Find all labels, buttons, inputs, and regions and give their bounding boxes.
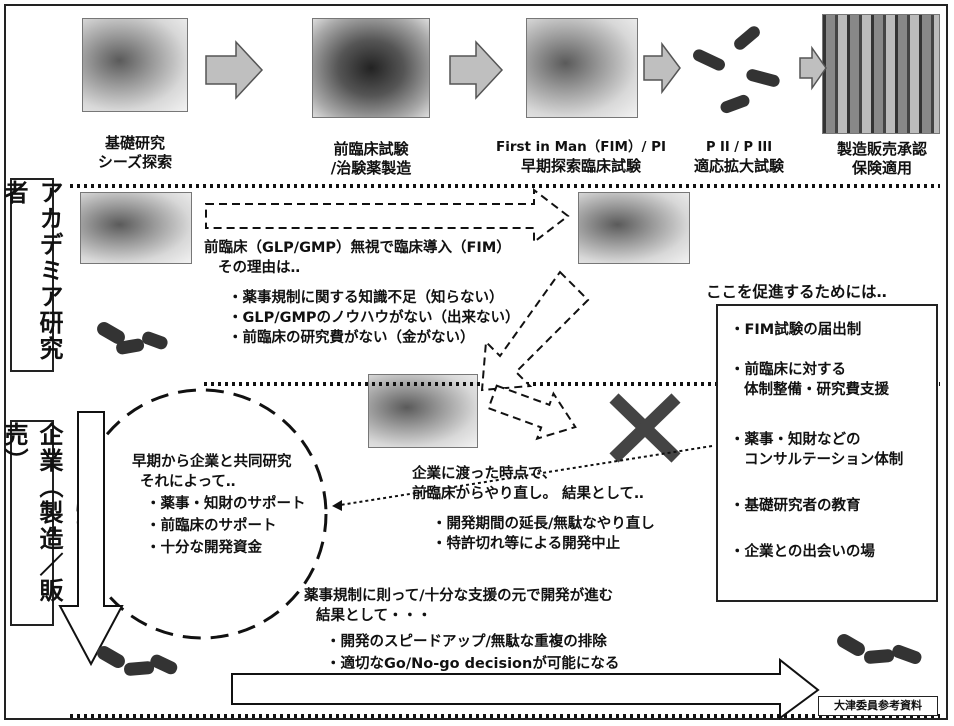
- stage-3-line-1: First in Man（FIM）/ PI: [495, 139, 666, 155]
- company-side-text: 企業（製造／販売）: [0, 422, 63, 604]
- stage-image-capsules: [680, 24, 800, 124]
- progress-long-arrow: [231, 657, 820, 720]
- collab-item-2: ・前臨床のサポート: [146, 518, 277, 534]
- stage-5-caption: 製造販売承認 保険適用: [816, 140, 948, 178]
- fim-dashed-arrow: [205, 187, 570, 245]
- result-line-2: 結果として・・・: [316, 608, 432, 624]
- academia-side-label: アカデミア研究者: [0, 178, 63, 372]
- stage-1-caption: 基礎研究 シーズ探索: [74, 134, 196, 172]
- handover-item-1: ・開発期間の延長/無駄なやり直し: [432, 516, 655, 532]
- blocked-dashed-arrow: [487, 384, 577, 441]
- promote-box: ・FIM試験の届出制 ・前臨床に対する 体制整備・研究費支援 ・薬事・知財などの…: [716, 304, 938, 602]
- academia-reason-2: ・GLP/GMPのノウハウがない（出来ない）: [228, 310, 520, 326]
- stage-5-line-1: 製造販売承認: [836, 140, 927, 158]
- academia-line-2: その理由は‥: [218, 260, 301, 276]
- promote-item-3b: コンサルテーション体制: [744, 452, 904, 468]
- handover-dashed-arrow: [480, 270, 590, 392]
- stage-4-line-2: 適応拡大試験: [693, 157, 784, 175]
- stage-3-line-2: 早期探索臨床試験: [520, 157, 641, 175]
- blocked-cross: [609, 393, 681, 463]
- stage-1-line-1: 基礎研究: [104, 134, 165, 152]
- academia-line-1: 前臨床（GLP/GMP）無視で臨床導入（FIM）: [204, 240, 511, 256]
- company-side-label: 企業（製造／販売）: [0, 420, 63, 626]
- stage-arrow-4: [799, 45, 827, 91]
- stage-4-caption: P II / P III 適応拡大試験: [680, 138, 798, 176]
- result-item-1: ・開発のスピードアップ/無駄な重複の排除: [326, 634, 607, 650]
- stage-5-line-2: 保険適用: [851, 159, 912, 177]
- result-line-1: 薬事規制に則って/十分な支援の元で開発が進む: [304, 588, 614, 604]
- collab-item-3: ・十分な開発資金: [146, 540, 262, 556]
- stage-4-line-1: P II / P III: [705, 140, 773, 155]
- promote-item-2b: 体制整備・研究費支援: [744, 382, 889, 398]
- stage-2-caption: 前臨床試験 /治験薬製造: [310, 140, 432, 178]
- promote-heading: ここを促進するためには‥: [706, 283, 887, 301]
- stage-image-preclinical: [312, 18, 430, 118]
- academia-image-left: [80, 192, 192, 264]
- promote-item-5: ・企業との出会いの場: [730, 544, 875, 560]
- handover-image: [368, 374, 478, 448]
- support-connector-head: [332, 500, 342, 511]
- academia-side-text: アカデミア研究者: [0, 180, 63, 362]
- stage-2-line-2: /治験薬製造: [330, 159, 412, 177]
- capsules-bottom-left: [97, 646, 178, 676]
- stage-image-approval: [822, 14, 940, 134]
- promote-item-3: ・薬事・知財などの: [730, 432, 861, 448]
- stage-arrow-1: [205, 40, 264, 100]
- handover-line-2: 前臨床からやり直し。 結果として‥: [412, 486, 644, 502]
- collaboration-dashed-circle: [76, 388, 328, 640]
- stage-arrow-3: [643, 41, 681, 95]
- academia-reason-3: ・前臨床の研究費がない（金がない）: [228, 330, 475, 346]
- diagram-frame: [4, 4, 948, 720]
- company-down-arrow: [58, 411, 124, 667]
- support-dotted-connector: [333, 445, 713, 507]
- capsules-bottom-right: [837, 634, 922, 665]
- handover-item-2: ・特許切れ等による開発中止: [432, 536, 621, 552]
- promote-item-2: ・前臨床に対する: [730, 362, 846, 378]
- stage-image-basic-research: [82, 18, 188, 112]
- capsules-left: [97, 322, 168, 355]
- stage-image-fim: [526, 18, 638, 118]
- stage-3-caption: First in Man（FIM）/ PI 早期探索臨床試験: [492, 138, 670, 176]
- promote-item-4: ・基礎研究者の教育: [730, 498, 861, 514]
- result-item-2: ・適切なGo/No-go decisionが可能になる: [326, 656, 620, 672]
- stage-1-line-2: シーズ探索: [97, 153, 173, 171]
- reference-label: 大津委員参考資料: [818, 696, 938, 716]
- collab-line-2: それによって‥: [140, 474, 236, 490]
- stage-2-line-1: 前臨床試験: [333, 140, 409, 158]
- promote-item-1: ・FIM試験の届出制: [730, 322, 862, 338]
- collab-item-1: ・薬事・知財のサポート: [146, 496, 306, 512]
- collab-line-1: 早期から企業と共同研究: [132, 454, 292, 470]
- handover-line-1: 企業に渡った時点で、: [412, 466, 557, 482]
- academia-reason-1: ・薬事規制に関する知識不足（知らない）: [228, 290, 504, 306]
- academia-image-right: [578, 192, 690, 264]
- stage-arrow-2: [449, 40, 504, 100]
